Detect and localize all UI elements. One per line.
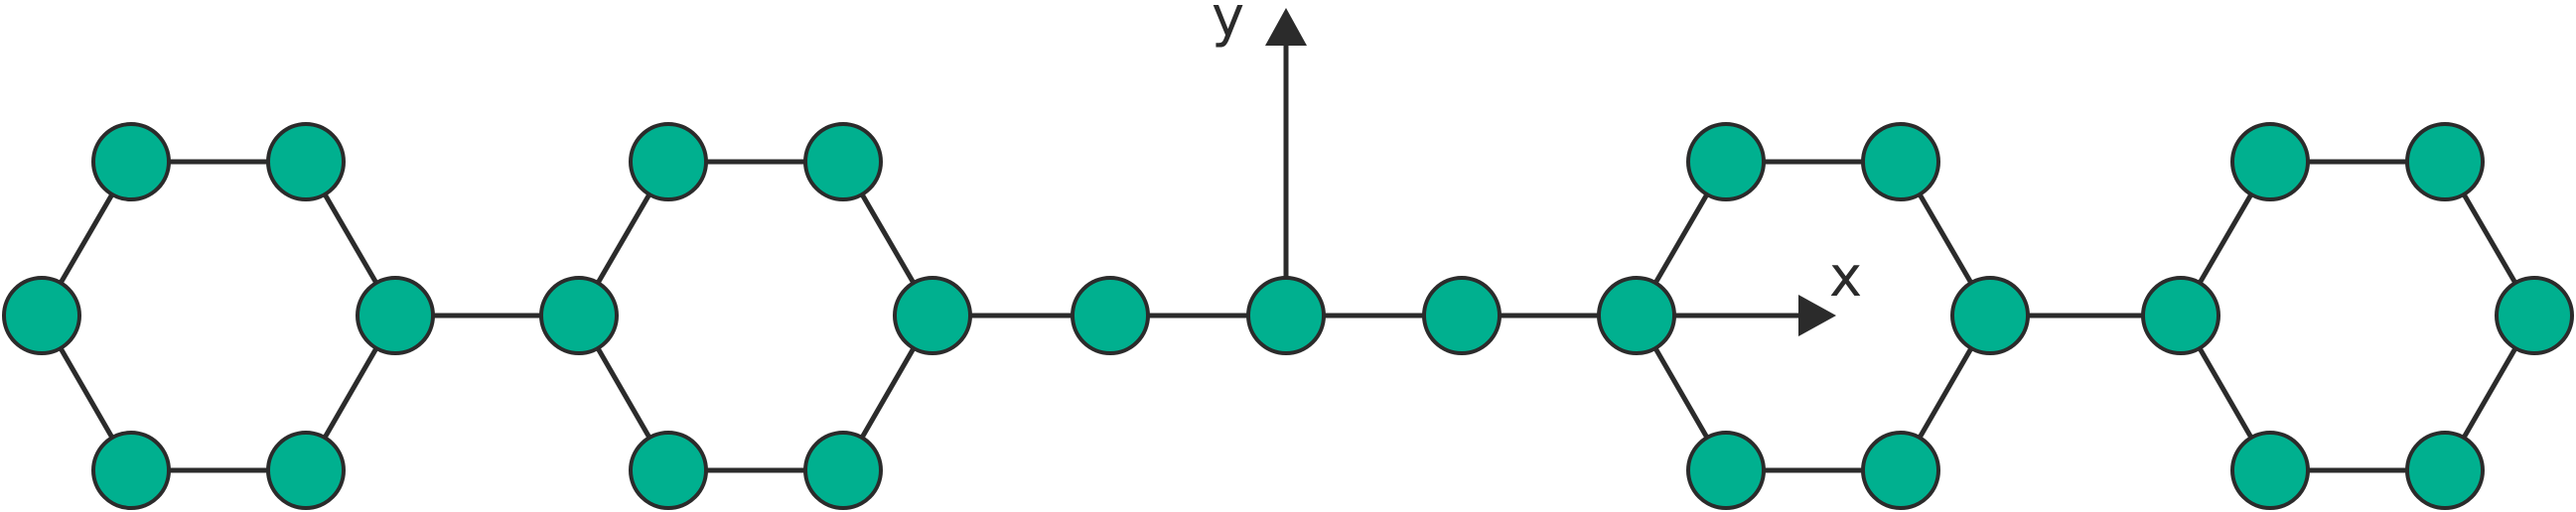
atom-node [1422, 276, 1502, 355]
y-axis-arrowhead [1265, 8, 1307, 46]
atom-node [1686, 122, 1766, 201]
atom-node [893, 276, 972, 355]
atoms-layer [2, 122, 2574, 510]
atom-node [539, 276, 619, 355]
atom-node [2495, 276, 2574, 355]
atom-node [2405, 122, 2485, 201]
atom-node [2405, 431, 2485, 510]
atom-node [629, 122, 708, 201]
x-axis-arrowhead [1798, 295, 1836, 336]
atom-node [1597, 276, 1676, 355]
atom-node [2230, 431, 2310, 510]
atom-node [1686, 431, 1766, 510]
y-axis-label: y [1212, 0, 1244, 50]
atom-node [356, 276, 435, 355]
atom-node [91, 122, 171, 201]
atom-node [2230, 122, 2310, 201]
atom-node [91, 431, 171, 510]
x-axis-label: x [1829, 245, 1862, 310]
atom-node [2, 276, 81, 355]
atom-node [266, 431, 346, 510]
atom-node [1861, 431, 1940, 510]
atom-node [2141, 276, 2220, 355]
atom-node [1950, 276, 2030, 355]
atom-node [266, 122, 346, 201]
atom-node [629, 431, 708, 510]
atom-node [803, 122, 883, 201]
atom-node [1071, 276, 1150, 355]
atom-node [1246, 276, 1326, 355]
atom-node [1861, 122, 1940, 201]
atom-node [803, 431, 883, 510]
